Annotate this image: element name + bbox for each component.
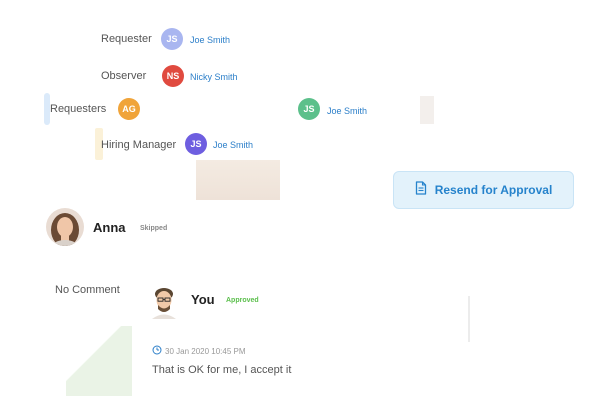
comment-text: That is OK for me, I accept it [152,364,292,376]
clock-icon [152,342,162,360]
requesters-avatar-js: JS [298,98,320,120]
anna-avatar [46,208,84,246]
timestamp-text: 30 Jan 2020 10:45 PM [165,346,246,356]
requesters-label: Requesters [50,103,107,115]
no-comment-text: No Comment [55,284,120,296]
decor-line-topright [420,96,434,124]
anna-name: Anna [93,220,126,235]
timestamp: 30 Jan 2020 10:45 PM [152,342,246,360]
observer-label: Observer [101,70,147,82]
decor-strip-mid [196,160,280,200]
hiring-manager-name-link[interactable]: Joe Smith [213,140,254,150]
requester-name-link[interactable]: Joe Smith [190,35,231,45]
observer-avatar: NS [162,65,184,87]
resend-approval-button[interactable]: Resend for Approval [393,171,574,209]
hiring-manager-label: Hiring Manager [101,139,177,151]
observer-name-link[interactable]: Nicky Smith [190,72,238,82]
requester-avatar: JS [161,28,183,50]
you-name: You [191,292,215,307]
you-status-badge: Approved [226,297,259,304]
decor-blob-manager [95,128,103,160]
decor-line-right [468,296,470,342]
resend-label: Resend for Approval [434,183,553,197]
decor-strip-bottom [66,326,132,396]
you-avatar [147,281,181,319]
anna-status-badge: Skipped [140,225,168,232]
requesters-avatar-ag: AG [118,98,140,120]
requester-label: Requester [101,33,152,45]
requesters-name-link[interactable]: Joe Smith [327,106,368,116]
decor-blob-left [44,93,50,125]
hiring-manager-avatar: JS [185,133,207,155]
document-icon [415,180,427,200]
